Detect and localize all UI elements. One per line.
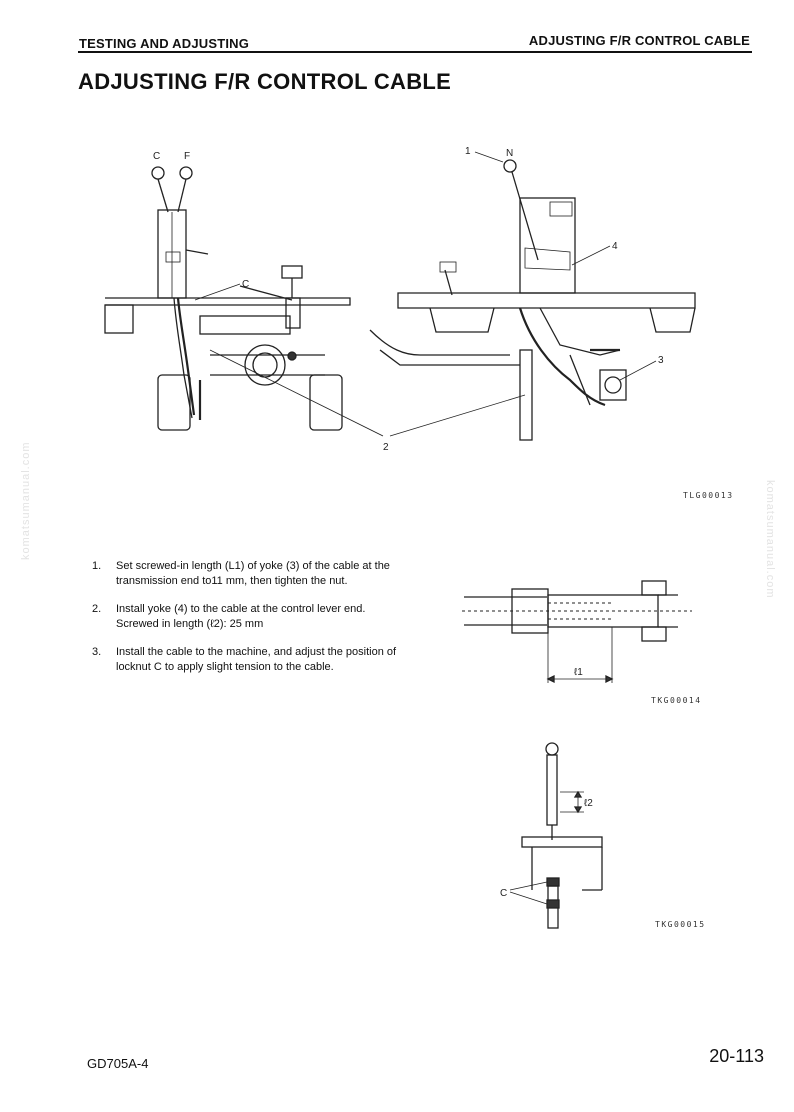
left-bracket: [104, 304, 134, 334]
page-number: 20-113: [709, 1046, 764, 1066]
lever-shaft-n: [511, 171, 539, 261]
watermark-right: komatsumanual.com: [764, 480, 776, 599]
step-3: 3. Install the cable to the machine, and…: [92, 646, 397, 673]
transmission-housing: [199, 315, 291, 335]
label-c-nut: C: [242, 279, 249, 290]
control-console-right: [519, 197, 576, 294]
dim-l2: ℓ2: [584, 798, 593, 809]
frame-deck: [105, 297, 351, 306]
label-n: N: [506, 148, 513, 159]
yoke-pin-bottom: [641, 626, 667, 642]
lever-diagram: ℓ2 C: [500, 742, 603, 929]
locknut-upper: [546, 877, 560, 887]
procedure-steps: 1. Set screwed-in length (L1) of yoke (3…: [92, 559, 404, 688]
wheel-right: [309, 374, 343, 431]
lever-knob-f: [179, 166, 193, 180]
header-section: TESTING AND ADJUSTING: [79, 36, 250, 51]
yoke-body: [547, 594, 659, 628]
wheel-left: [157, 374, 191, 431]
mount-plate: [521, 836, 603, 848]
transmission-right: [519, 349, 533, 441]
right-view: [369, 159, 696, 441]
label-c: C: [153, 151, 160, 162]
label-locknut-c: C: [500, 888, 507, 899]
header-topic: ADJUSTING F/R CONTROL CABLE: [528, 33, 750, 48]
figure-code-yoke: TKG00014: [651, 696, 702, 705]
cable-left: [176, 297, 196, 416]
watermark-left: komatsumanual.com: [20, 441, 32, 561]
figure-code-main: TLG00013: [683, 491, 734, 500]
label-f: F: [184, 151, 190, 162]
lever-shaft-f: [177, 178, 187, 213]
page-title: ADJUSTING F/R CONTROL CABLE: [78, 69, 452, 94]
dim-l1: ℓ1: [574, 667, 583, 678]
figure-code-lever: TKG00015: [655, 920, 706, 929]
cable-right: [518, 307, 606, 407]
axle: [210, 354, 325, 376]
lever-knob-c: [151, 166, 165, 180]
locknut-lower: [546, 899, 560, 909]
lever-eye: [545, 742, 559, 756]
label-part-2: 2: [383, 442, 389, 453]
step-1: 1. Set screwed-in length (L1) of yoke (3…: [92, 560, 390, 587]
left-view: [104, 166, 351, 431]
lever-shaft-c: [157, 178, 169, 213]
lever-rod: [546, 754, 558, 826]
label-part-1: 1: [465, 146, 471, 157]
frame-deck-right: [397, 292, 696, 309]
yoke-diagram: ℓ1: [462, 580, 692, 684]
label-part-4: 4: [612, 241, 618, 252]
header-rule: [78, 51, 752, 53]
footer-model: GD705A-4: [87, 1056, 149, 1071]
lever-knob-n: [503, 159, 517, 173]
label-part-3: 3: [658, 355, 664, 366]
yoke-pin-top: [641, 580, 667, 596]
main-cable-diagram: C F C 1 N 4 3 2: [104, 146, 696, 453]
step-2: 2. Install yoke (4) to the cable at the …: [92, 603, 366, 630]
